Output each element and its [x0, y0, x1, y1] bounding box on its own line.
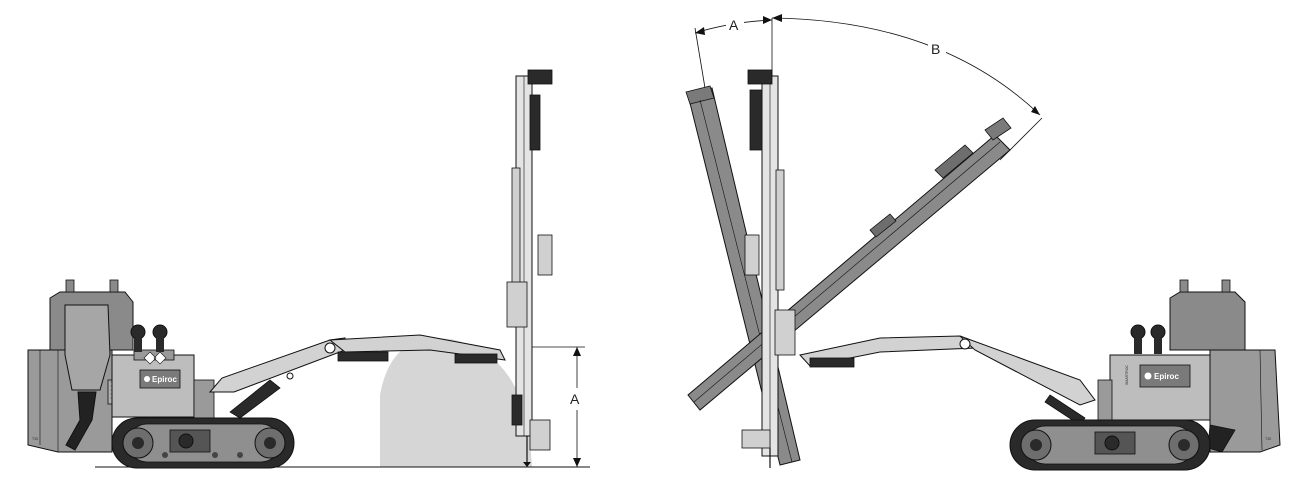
right-view: B A: [685, 14, 1281, 471]
left-crawler-track: [111, 417, 295, 469]
right-dimension-b: B: [771, 14, 1043, 161]
right-dimension-a-label: A: [729, 17, 739, 33]
left-drill-feed: [506, 69, 553, 467]
right-dimension-b-label: B: [931, 41, 940, 57]
left-dimension-a: A: [520, 346, 588, 467]
left-brand-logo-text: Epiroc: [152, 375, 177, 384]
right-side-text: SMARTROC: [1125, 365, 1129, 385]
right-crawler-track: [1009, 419, 1211, 471]
right-brand-logo-text: Epiroc: [1154, 372, 1179, 381]
right-feed-vertical: [741, 69, 796, 468]
right-engine-housing: T35: [1169, 279, 1281, 453]
left-boom: [208, 334, 506, 419]
right-model-tag: T35: [1265, 437, 1271, 441]
right-boom: [799, 335, 1096, 426]
right-dimension-a: A: [694, 14, 773, 89]
left-cab-body: Epiroc: [111, 324, 215, 421]
left-dimension-a-label: A: [570, 391, 580, 407]
left-model-tag: T35: [32, 437, 38, 441]
left-sweep-area: [380, 338, 532, 467]
left-view: A T35 Epiroc: [27, 69, 590, 469]
